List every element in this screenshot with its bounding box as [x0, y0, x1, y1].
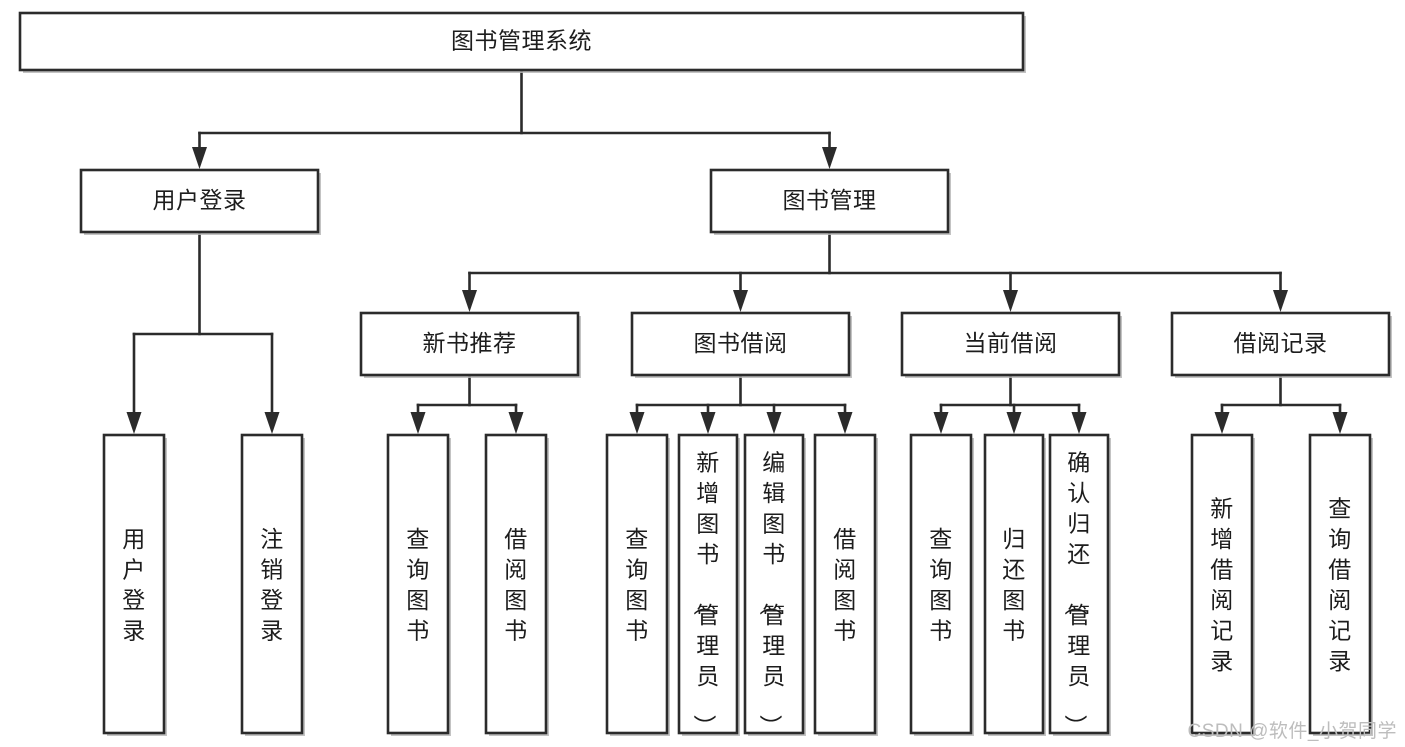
node-label: 用户登录: [122, 526, 146, 644]
node-leaf-borrow-book-1[interactable]: 借阅图书: [484, 433, 549, 736]
node-box[interactable]: [630, 311, 851, 377]
node-label: 当前借阅: [964, 330, 1058, 356]
node-new-book-rec[interactable]: 新书推荐: [359, 311, 581, 378]
node-label: 图书管理: [783, 187, 877, 213]
node-box[interactable]: [386, 433, 450, 735]
node-label: 图书借阅: [694, 330, 788, 356]
edge-group-new-book-rec: [410, 373, 524, 434]
node-label: 查询借阅记录: [1328, 495, 1352, 674]
node-label: 查询图书: [625, 526, 649, 644]
node-box[interactable]: [102, 433, 166, 735]
node-leaf-query-book-3[interactable]: 查询图书: [909, 433, 974, 736]
node-label: 归还图书: [1002, 526, 1026, 644]
node-label: 新书推荐: [423, 330, 517, 356]
node-leaf-query-book-1[interactable]: 查询图书: [386, 433, 451, 736]
node-box[interactable]: [1308, 433, 1372, 735]
node-label: 借阅图书: [504, 526, 528, 644]
edge-group-user-login: [126, 230, 280, 434]
arrow-head-icon: [822, 147, 837, 169]
node-book-borrow[interactable]: 图书借阅: [630, 311, 852, 378]
node-box[interactable]: [18, 11, 1025, 72]
node-label: 新增图书（管理员）: [691, 450, 720, 739]
node-box[interactable]: [743, 433, 805, 735]
node-box[interactable]: [677, 433, 739, 735]
node-box[interactable]: [1190, 433, 1254, 735]
node-leaf-return-book[interactable]: 归还图书: [983, 433, 1046, 736]
node-leaf-add-record[interactable]: 新增借阅记录: [1190, 433, 1255, 736]
arrow-head-icon: [126, 412, 142, 434]
node-book-manage[interactable]: 图书管理: [709, 168, 951, 235]
edge-group-book-borrow: [629, 373, 853, 434]
node-label: 图书管理系统: [451, 28, 592, 54]
node-leaf-query-book-2[interactable]: 查询图书: [605, 433, 670, 736]
node-label: 注销登录: [260, 526, 284, 644]
node-leaf-logout[interactable]: 注销登录: [240, 433, 305, 736]
node-root[interactable]: 图书管理系统: [18, 11, 1026, 73]
node-box[interactable]: [484, 433, 548, 735]
edges-layer: [126, 68, 1348, 434]
arrow-head-icon: [508, 412, 524, 434]
arrow-head-icon: [766, 412, 782, 434]
node-leaf-borrow-book-2[interactable]: 借阅图书: [813, 433, 878, 736]
node-user-login[interactable]: 用户登录: [79, 168, 321, 235]
watermark-label: CSDN @软件_小贺同学: [1187, 721, 1397, 742]
node-label: 编辑图书（管理员）: [757, 450, 786, 739]
arrow-head-icon: [410, 412, 426, 434]
node-box[interactable]: [1170, 311, 1391, 377]
arrow-head-icon: [733, 290, 748, 312]
node-current-borrow[interactable]: 当前借阅: [900, 311, 1122, 378]
node-box[interactable]: [1048, 433, 1110, 735]
arrow-head-icon: [1071, 412, 1087, 434]
node-box[interactable]: [605, 433, 669, 735]
arrow-head-icon: [1003, 290, 1018, 312]
arrow-head-icon: [1332, 412, 1348, 434]
node-label: 查询图书: [406, 526, 430, 644]
nodes-layer: 图书管理系统用户登录图书管理新书推荐图书借阅当前借阅借阅记录用户登录注销登录查询…: [18, 11, 1392, 739]
node-box[interactable]: [909, 433, 973, 735]
node-leaf-user-login[interactable]: 用户登录: [102, 433, 167, 736]
node-leaf-edit-book[interactable]: 编辑图书（管理员）: [743, 433, 806, 739]
arrow-head-icon: [264, 412, 280, 434]
edge-group-root: [192, 68, 837, 169]
node-label: 借阅记录: [1234, 330, 1328, 356]
arrow-head-icon: [629, 412, 645, 434]
node-label: 借阅图书: [833, 526, 857, 644]
node-box[interactable]: [709, 168, 950, 234]
node-box[interactable]: [983, 433, 1045, 735]
node-box[interactable]: [359, 311, 580, 377]
node-label: 新增借阅记录: [1210, 495, 1234, 674]
node-label: 确认归还（管理员）: [1062, 450, 1091, 739]
node-leaf-add-book[interactable]: 新增图书（管理员）: [677, 433, 740, 739]
node-label: 查询图书: [929, 526, 953, 644]
node-box[interactable]: [900, 311, 1121, 377]
node-label: 用户登录: [153, 187, 247, 213]
arrow-head-icon: [837, 412, 853, 434]
arrow-head-icon: [462, 290, 477, 312]
node-box[interactable]: [79, 168, 320, 234]
edge-group-book-manage: [462, 230, 1288, 312]
edge-group-borrow-record: [1214, 373, 1348, 434]
arrow-head-icon: [933, 412, 949, 434]
node-box[interactable]: [240, 433, 304, 735]
arrow-head-icon: [700, 412, 716, 434]
node-box[interactable]: [813, 433, 877, 735]
arrow-head-icon: [1273, 290, 1288, 312]
node-leaf-query-record[interactable]: 查询借阅记录: [1308, 433, 1373, 736]
arrow-head-icon: [1214, 412, 1230, 434]
arrow-head-icon: [192, 147, 207, 169]
arrow-head-icon: [1006, 412, 1022, 434]
node-leaf-confirm-return[interactable]: 确认归还（管理员）: [1048, 433, 1111, 739]
edge-group-current-borrow: [933, 373, 1087, 434]
node-borrow-record[interactable]: 借阅记录: [1170, 311, 1392, 378]
